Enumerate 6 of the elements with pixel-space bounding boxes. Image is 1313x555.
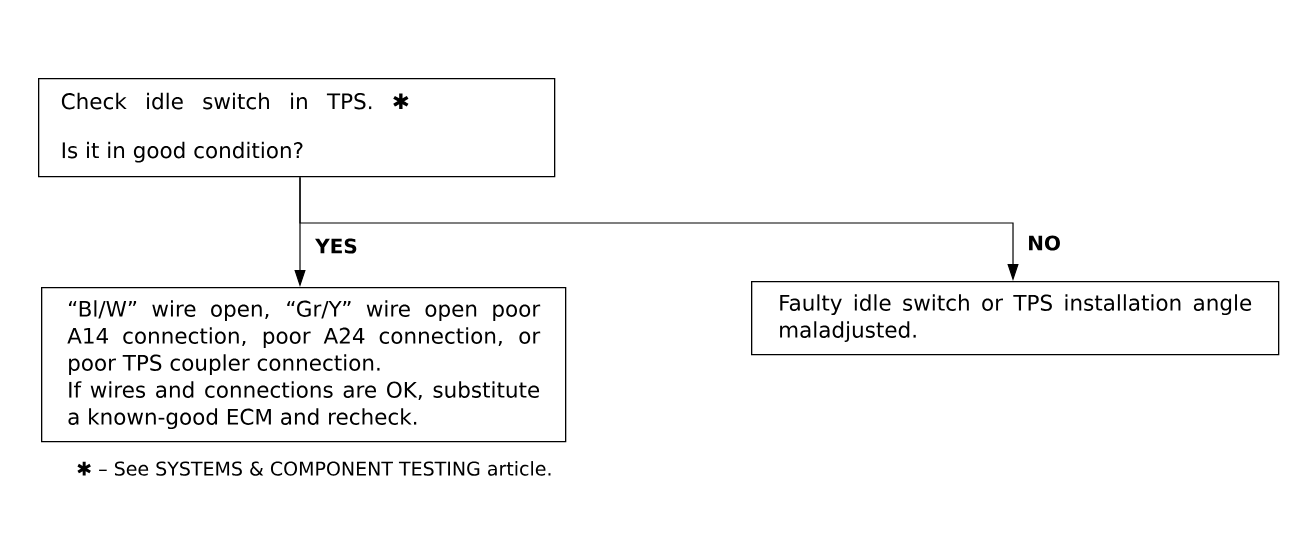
edge-label: YES: [314, 237, 359, 255]
result-box: “Bl/W” wire open, “Gr/Y” wire open poor A14 connection, poor A24 connection, or poor TPS coupler connection. If wires and connections are OK, substitute a known-good ECM and recheck.: [41, 287, 567, 443]
footnote: ✱ – See SYSTEMS & COMPONENT TESTING article.: [77, 461, 551, 476]
decision-box: Check idle switch in TPS. ✱ Is it in good condition?: [38, 78, 556, 178]
result-box: Faulty idle switch or TPS installation angle maladjusted.: [751, 281, 1280, 356]
edge-label: NO: [1026, 234, 1062, 252]
